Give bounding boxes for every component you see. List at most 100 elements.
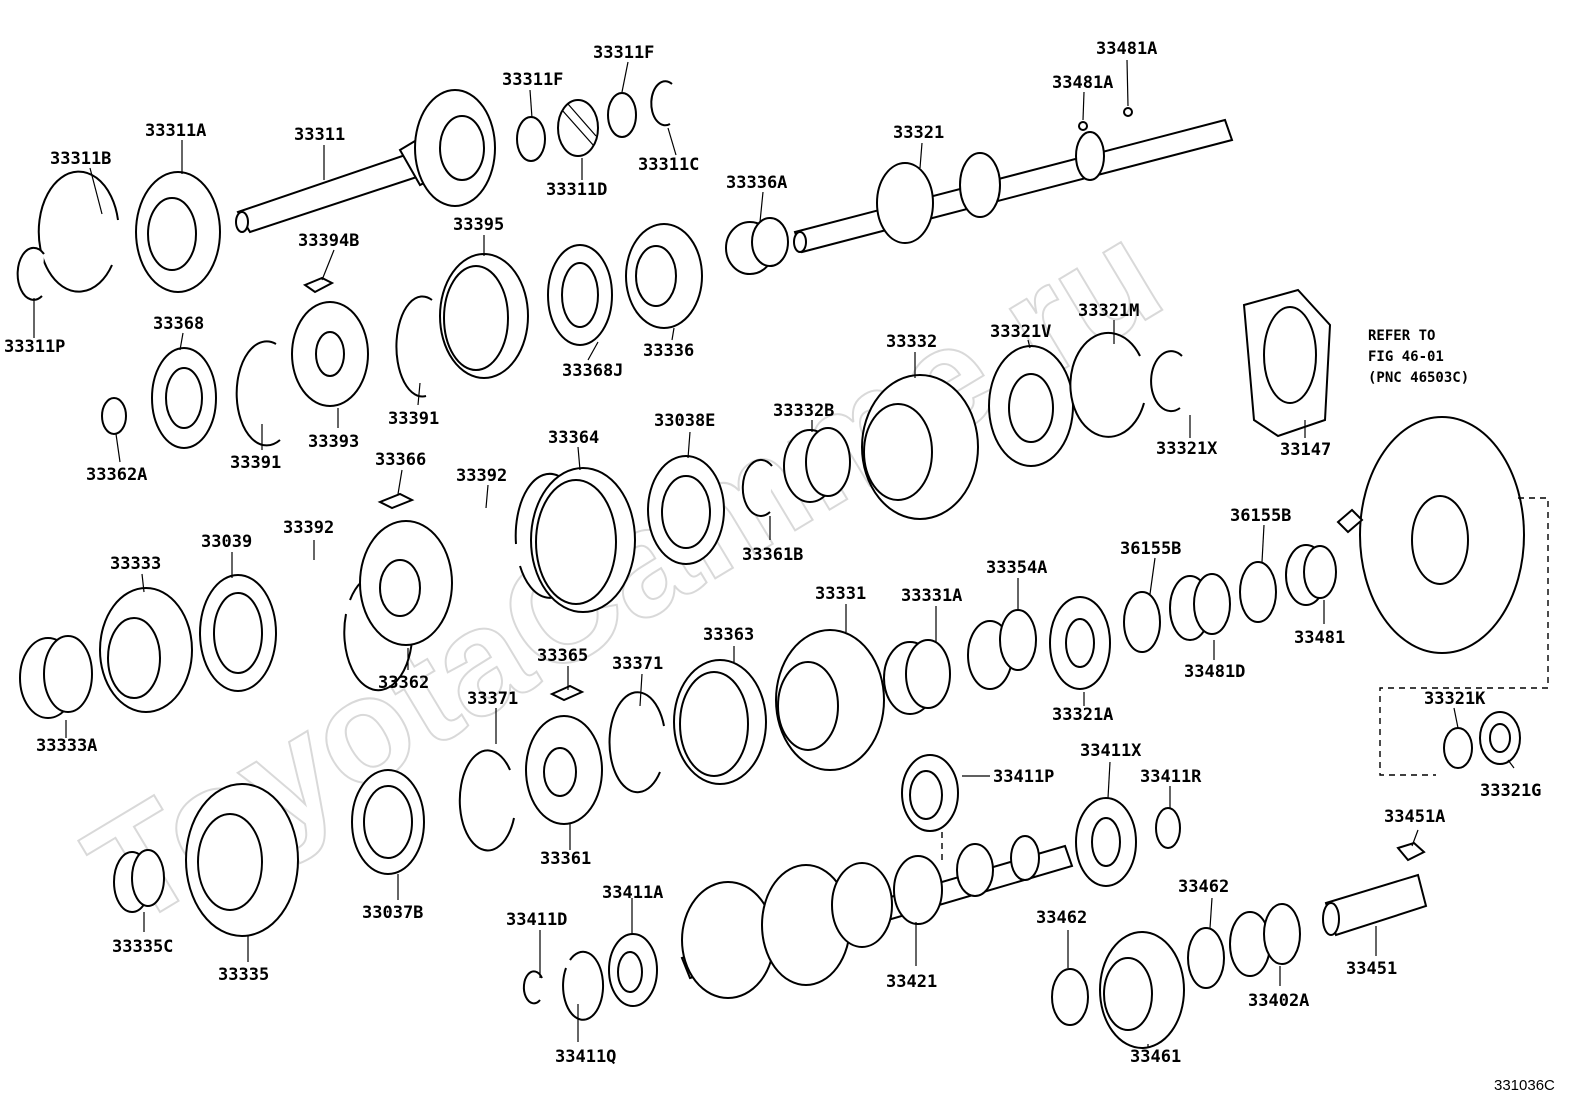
label-33462-b: 33462 (1036, 908, 1087, 928)
needle-bearing-33336a (725, 217, 789, 275)
label-33393: 33393 (308, 432, 359, 452)
label-33462-a: 33462 (1178, 877, 1229, 897)
adapter-plate-ref (1336, 416, 1525, 654)
key-33365 (549, 684, 585, 702)
sleeve-33364 (530, 467, 636, 613)
label-33421: 33421 (886, 972, 937, 992)
label-33362: 33362 (378, 673, 429, 693)
ball-33481a-a (1078, 121, 1088, 131)
gear-33461 (1099, 931, 1185, 1049)
hub-33393 (291, 301, 369, 407)
needle-bearing-33331a (883, 639, 951, 715)
hub-33361 (525, 715, 603, 825)
label-33402A: 33402A (1248, 991, 1309, 1011)
label-33411R: 33411R (1140, 767, 1202, 787)
bearing-33321v (988, 345, 1074, 467)
snap-ring-33311c (650, 80, 673, 127)
snap-ring-33371-b (608, 691, 665, 794)
bearing-33321a (1049, 596, 1111, 690)
needle-bearing-33332b (783, 427, 851, 503)
label-33321X: 33321X (1156, 439, 1218, 459)
counter-gear-33421 (680, 835, 1074, 999)
label-33332B: 33332B (773, 401, 834, 421)
label-33311: 33311 (294, 125, 345, 145)
needle-bearing-33311d (557, 99, 599, 157)
ring-33311f-a (516, 116, 546, 162)
snap-ring-33361b (741, 458, 773, 517)
synchro-ring-33368 (151, 347, 217, 449)
label-33037B: 33037B (362, 903, 423, 923)
label-33392-b: 33392 (283, 518, 334, 538)
snap-ring-33411q (562, 950, 605, 1021)
shaft-33451 (1322, 873, 1428, 937)
label-33361B: 33361B (742, 545, 803, 565)
gear-33331 (775, 629, 885, 771)
input-shaft-33311 (235, 89, 496, 234)
label-33321: 33321 (893, 123, 944, 143)
label-33451A: 33451A (1384, 807, 1445, 827)
label-33333A: 33333A (36, 736, 97, 756)
synchro-ring-33368j (547, 244, 613, 346)
label-33361: 33361 (540, 849, 591, 869)
spacer-33354a (967, 609, 1037, 690)
label-33311A: 33311A (145, 121, 206, 141)
label-33362A: 33362A (86, 465, 147, 485)
key-33451a (1396, 841, 1426, 862)
callout-labels: 33311B 33311A 33311 33311F 33311F 33311D… (4, 39, 1541, 1067)
label-33481: 33481 (1294, 628, 1345, 648)
snap-ring-33411d (522, 970, 543, 1005)
ring-33321k (1443, 727, 1473, 769)
label-33481A-a: 33481A (1096, 39, 1157, 59)
label-33311D: 33311D (546, 180, 607, 200)
ring-33311f-b (607, 92, 637, 138)
ball-33481a-b (1123, 107, 1133, 117)
retainer-33147 (1242, 288, 1332, 438)
label-33395: 33395 (453, 215, 504, 235)
label-33481A-b: 33481A (1052, 73, 1113, 93)
reference-note-line2: FIG 46-01 (1368, 349, 1444, 365)
label-33335: 33335 (218, 965, 269, 985)
snap-ring-33321m (1069, 331, 1145, 438)
gear-33333 (99, 587, 193, 713)
label-33333: 33333 (110, 554, 161, 574)
label-33368: 33368 (153, 314, 204, 334)
label-33147: 33147 (1280, 440, 1331, 460)
label-36155B-b: 36155B (1120, 539, 1181, 559)
diagram-code: 331036C (1494, 1077, 1555, 1094)
label-33365: 33365 (537, 646, 588, 666)
sleeve-33395 (439, 253, 529, 379)
dashed-leader-ref (1379, 497, 1549, 776)
label-33321A: 33321A (1052, 705, 1113, 725)
label-33331A: 33331A (901, 586, 962, 606)
label-33371-b: 33371 (467, 689, 518, 709)
label-33039: 33039 (201, 532, 252, 552)
label-33336A: 33336A (726, 173, 787, 193)
label-33321M: 33321M (1078, 301, 1139, 321)
label-33311B: 33311B (50, 149, 111, 169)
nut-33321g (1479, 711, 1521, 765)
washer-36155b-a (1123, 591, 1161, 653)
label-33321V: 33321V (990, 322, 1051, 342)
bearing-33311a (135, 171, 221, 293)
snap-ring-33371-a (458, 749, 515, 852)
sleeve-33363 (673, 659, 767, 785)
bearing-33411x (1075, 797, 1137, 887)
label-33368J: 33368J (562, 361, 623, 381)
synchro-ring-33038e (647, 455, 725, 565)
washer-33462-b (1187, 927, 1225, 989)
label-33038E: 33038E (654, 411, 715, 431)
washer-33462-a (1051, 968, 1089, 1026)
label-33481D: 33481D (1184, 662, 1245, 682)
label-33411X: 33411X (1080, 741, 1142, 761)
needle-bearing-33402a (1229, 903, 1301, 977)
label-33392-a: 33392 (456, 466, 507, 486)
label-33311P: 33311P (4, 337, 65, 357)
key-33366 (377, 492, 415, 510)
bearing-33481 (1285, 544, 1337, 606)
label-33411A: 33411A (602, 883, 663, 903)
label-33354A: 33354A (986, 558, 1047, 578)
label-33411P: 33411P (993, 767, 1054, 787)
snap-ring-33311p (16, 246, 45, 301)
synchro-ring-33039 (199, 574, 277, 692)
label-33391-b: 33391 (230, 453, 281, 473)
